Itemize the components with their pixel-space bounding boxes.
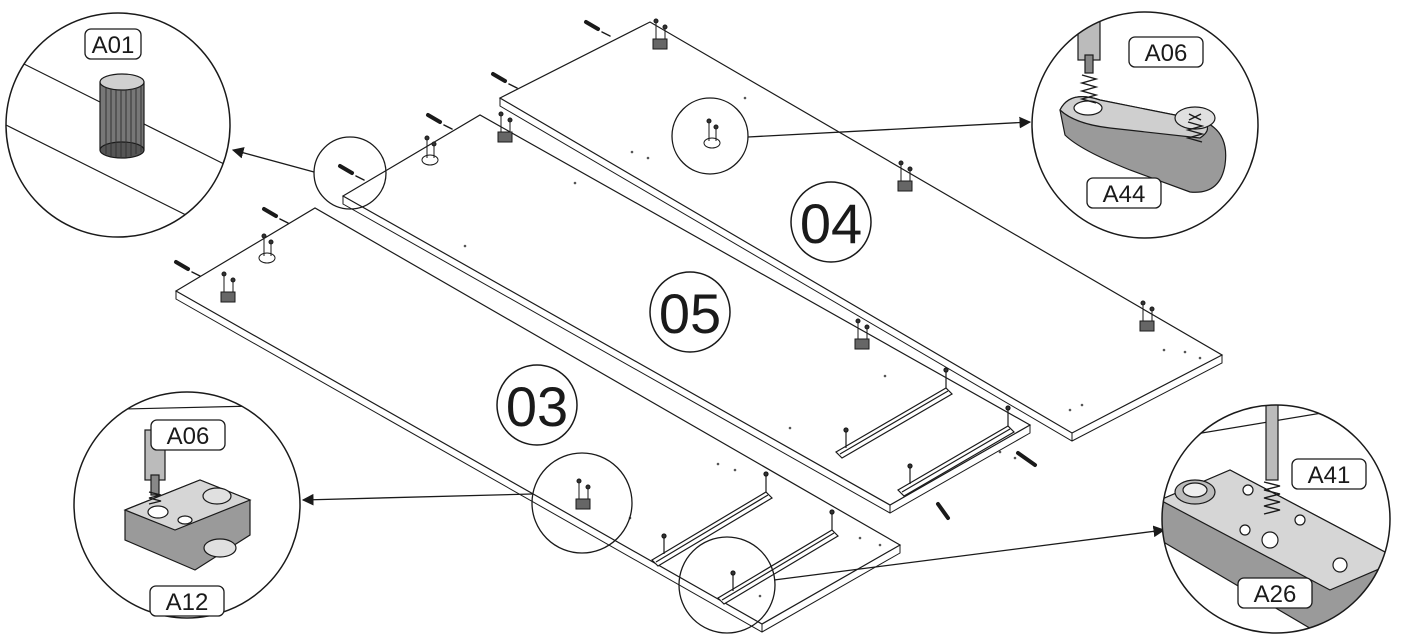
callout-arrows: [231, 116, 1166, 581]
panel-label-03: 03: [496, 364, 578, 446]
panel-label-03-text: 03: [506, 375, 568, 438]
label-a01: A01: [92, 32, 135, 59]
detail-shelf-support: A06 A44: [1031, 11, 1259, 239]
arrow-to-a01: [231, 147, 315, 173]
arrow-to-a44: [747, 116, 1032, 138]
label-a06-top: A06: [1145, 40, 1188, 67]
arrow-to-a26: [773, 525, 1166, 581]
highlight-hinge-plate: [531, 452, 633, 554]
shelf-supports: [258, 118, 721, 264]
highlight-drawer-runner: [678, 536, 776, 634]
hinge-plates: [220, 18, 1155, 510]
label-a06-bottom: A06: [167, 423, 210, 450]
panel-label-05: 05: [649, 271, 731, 353]
label-a44: A44: [1103, 181, 1146, 208]
panel-label-05-text: 05: [659, 282, 721, 345]
highlight-dowel: [313, 136, 387, 210]
label-a26: A26: [1254, 581, 1297, 608]
shelf-support-icon: [1059, 96, 1227, 193]
dowels: [174, 20, 1037, 520]
label-a41: A41: [1308, 462, 1351, 489]
arrow-to-a12: [301, 493, 533, 506]
detail-drawer-runner: A41 A26: [1161, 404, 1391, 634]
screw-icon-3: [1263, 481, 1281, 515]
screwdriver-icon-3: [1265, 405, 1279, 481]
label-a12: A12: [166, 589, 209, 616]
highlight-shelf-support: [671, 97, 749, 175]
detail-hinge-plate: A06 A12: [73, 391, 301, 619]
highlight-circles: [313, 97, 776, 634]
panel-label-04-text: 04: [800, 192, 862, 255]
drawer-runner-icon: [1162, 469, 1390, 633]
detail-dowel: A01: [5, 12, 231, 238]
dowel-icon: [99, 73, 145, 159]
drawer-runners: [651, 367, 1015, 605]
panel-label-04: 04: [790, 181, 872, 263]
screw-icon-2: [148, 491, 162, 505]
screw-icon: [1079, 74, 1205, 143]
